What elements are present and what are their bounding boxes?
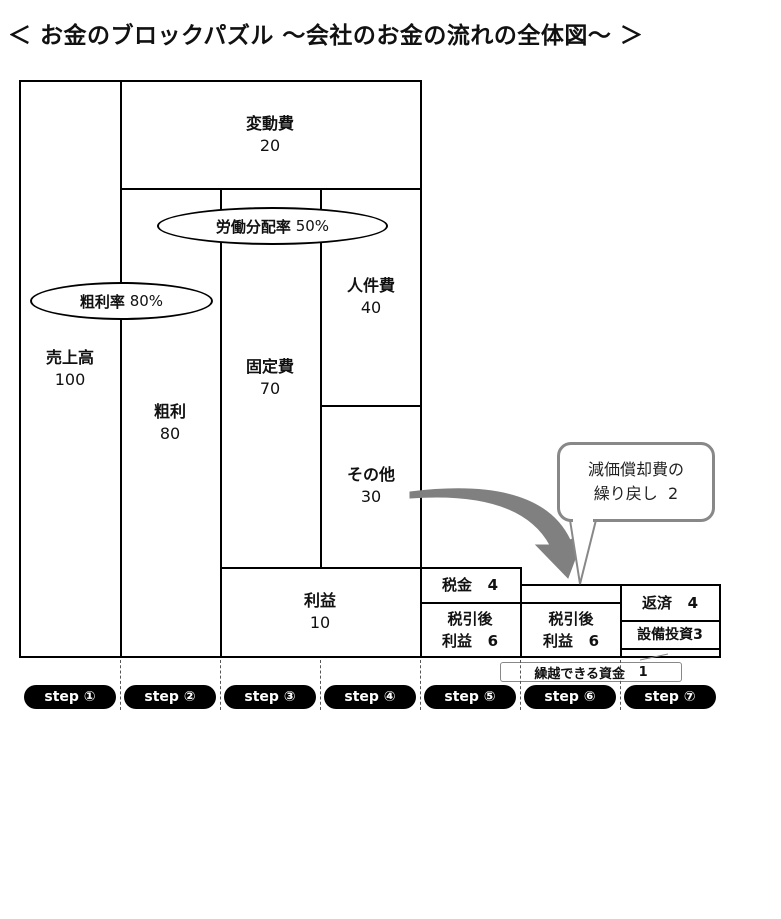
label-after-tax-step5: 税引後 利益 6: [442, 608, 498, 652]
step-3-pill: step ③: [224, 685, 316, 709]
tax-name: 税金: [441, 576, 472, 594]
callout-line2: 繰り戻し: [593, 484, 658, 503]
other-cost-value: 30: [360, 487, 382, 506]
after-tax6-name: 税引後: [548, 610, 594, 628]
block-sales: [19, 80, 122, 658]
label-fixed-cost: 固定費 70: [246, 356, 294, 400]
carry-over-note: 繰越できる資金 1: [500, 662, 682, 682]
step-1-pill: step ①: [24, 685, 116, 709]
labor-share-value: 50%: [295, 217, 330, 235]
repayment-name: 返済: [641, 594, 672, 612]
block-variable-cost: [120, 80, 422, 190]
gross-margin-value: 80%: [129, 292, 164, 310]
fixed-cost-name: 固定費: [245, 357, 295, 376]
gross-margin-label: 粗利率: [79, 292, 125, 311]
callout-line1: 減価償却費の: [587, 460, 684, 479]
labor-share-label: 労働分配率: [215, 217, 291, 236]
other-cost-name: その他: [346, 465, 396, 484]
label-repayment: 返済 4: [642, 592, 698, 614]
callout-tail-joint: [573, 517, 593, 523]
personnel-cost-name: 人件費: [346, 276, 396, 295]
personnel-cost-value: 40: [360, 298, 382, 317]
label-gross-profit: 粗利 80: [154, 401, 186, 445]
label-personnel-cost: 人件費 40: [347, 275, 395, 319]
step-divider: [120, 660, 121, 710]
carry-over-label: 繰越できる資金: [534, 666, 626, 682]
label-after-tax-step6: 税引後 利益 6: [543, 608, 599, 652]
label-other-cost: その他 30: [347, 464, 395, 508]
capex-name: 設備投資: [637, 627, 694, 643]
step-6-pill: step ⑥: [524, 685, 616, 709]
step-divider: [420, 660, 421, 710]
label-sales: 売上高 100: [46, 347, 94, 391]
variable-cost-name: 変動費: [245, 114, 295, 133]
sales-name: 売上高: [45, 348, 95, 367]
callout-depreciation: 減価償却費の 繰り戻し 2: [557, 442, 715, 522]
callout-value: 2: [667, 484, 679, 503]
step-5-pill: step ⑤: [424, 685, 516, 709]
label-profit: 利益 10: [304, 590, 336, 634]
gross-profit-name: 粗利: [153, 402, 187, 421]
label-variable-cost: 変動費 20: [246, 113, 294, 157]
oval-gross-margin: 粗利率 80%: [30, 282, 213, 320]
after-tax6-value: 6: [588, 632, 600, 650]
carry-over-value: 1: [638, 664, 648, 680]
after-tax5-value: 6: [487, 632, 499, 650]
step-divider: [320, 660, 321, 710]
step-2-pill: step ②: [124, 685, 216, 709]
gross-profit-value: 80: [159, 424, 181, 443]
label-capex: 設備投資3: [637, 624, 703, 646]
step-4-pill: step ④: [324, 685, 416, 709]
sales-value: 100: [54, 370, 86, 389]
step-divider: [620, 660, 621, 710]
tax-value: 4: [487, 576, 499, 594]
step-divider: [520, 660, 521, 710]
block-after-tax-step6: [520, 602, 622, 658]
page-title: ＜ お金のブロックパズル ～会社のお金の流れの全体図～ ＞: [8, 23, 644, 49]
block-after-tax-step5: [420, 602, 522, 658]
carry-over-leader: [639, 653, 669, 661]
step-divider: [220, 660, 221, 710]
block-repayment: [620, 584, 721, 622]
after-tax5-line2: 利益: [441, 632, 472, 650]
capex-value: 3: [693, 627, 703, 643]
variable-cost-value: 20: [259, 136, 281, 155]
label-tax: 税金 4: [442, 574, 498, 596]
profit-value: 10: [309, 613, 331, 632]
oval-labor-share: 労働分配率 50%: [157, 207, 388, 245]
block-carry-over: [620, 648, 721, 658]
repayment-value: 4: [687, 594, 699, 612]
after-tax5-name: 税引後: [447, 610, 493, 628]
block-fixed-cost: [220, 188, 322, 569]
after-tax6-line2: 利益: [542, 632, 573, 650]
step-7-pill: step ⑦: [624, 685, 716, 709]
block-profit: [220, 567, 422, 658]
fixed-cost-value: 70: [259, 379, 281, 398]
profit-name: 利益: [303, 591, 337, 610]
